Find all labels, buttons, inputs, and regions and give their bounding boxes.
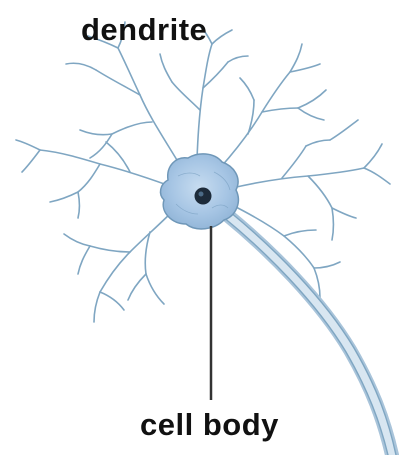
nucleus — [195, 188, 212, 205]
dendrite-label: dendrite — [81, 12, 207, 48]
cell-body-label: cell body — [140, 407, 279, 443]
nucleolus — [199, 192, 204, 197]
